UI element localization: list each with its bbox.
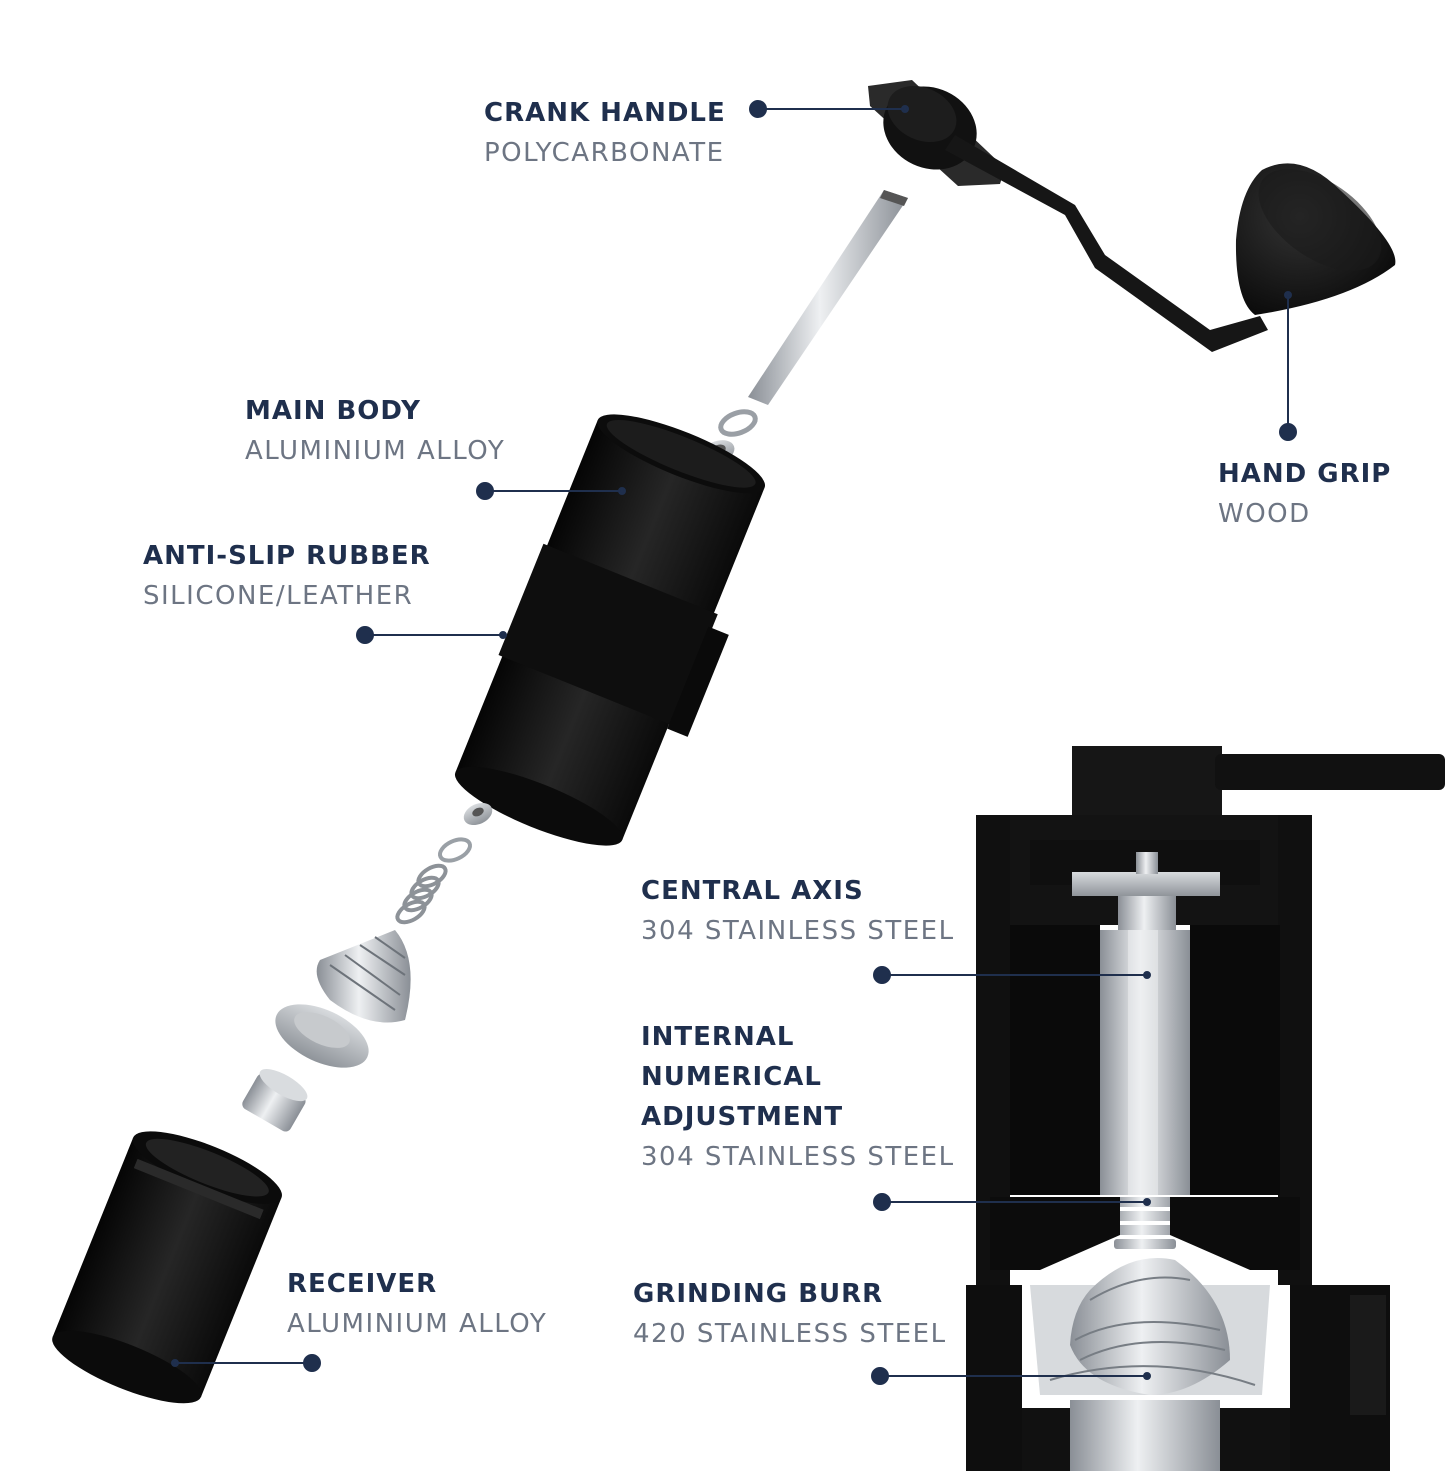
anti-slip-rubber-material: SILICONE/LEATHER [143,581,414,611]
hand-grip-title: HAND GRIP [1218,459,1392,489]
cutaway-part [966,746,1445,1471]
leader-lines [171,100,1297,1385]
internal-adjustment-title-3: ADJUSTMENT [641,1102,844,1132]
receiver-material: ALUMINIUM ALLOY [287,1309,548,1339]
main-body-label: MAIN BODY ALUMINIUM ALLOY [245,391,505,471]
crank-handle-part [868,80,1268,352]
crank-handle-title: CRANK HANDLE [484,98,726,128]
main-body-material: ALUMINIUM ALLOY [245,436,506,466]
grinding-burr-leader [871,1367,1151,1385]
internal-adjustment-title-2: NUMERICAL [641,1062,822,1092]
central-axis-material: 304 STAINLESS STEEL [641,916,955,946]
receiver-part [52,1131,282,1404]
grinding-burr-label: GRINDING BURR 420 STAINLESS STEEL [633,1274,947,1354]
internal-adjustment-title-1: INTERNAL [641,1022,795,1052]
hand-grip-leader [1279,291,1297,441]
receiver-title: RECEIVER [287,1269,438,1299]
anti-slip-rubber-title: ANTI-SLIP RUBBER [143,541,431,571]
main-body-part [454,414,766,846]
anti-slip-leader [356,626,507,644]
hand-grip-part [1235,163,1396,315]
hand-grip-material: WOOD [1218,499,1311,529]
internal-adjustment-material: 304 STAINLESS STEEL [641,1142,955,1172]
small-parts [242,802,493,1132]
grinding-burr-title: GRINDING BURR [633,1279,884,1309]
anti-slip-rubber-label: ANTI-SLIP RUBBER SILICONE/LEATHER [143,536,431,616]
receiver-label: RECEIVER ALUMINIUM ALLOY [287,1264,547,1344]
adjustment-leader [873,1193,1151,1211]
crank-handle-label: CRANK HANDLE POLYCARBONATE [484,93,726,173]
drive-shaft-part [748,190,908,405]
grinding-burr-material: 420 STAINLESS STEEL [633,1319,947,1349]
crank-handle-material: POLYCARBONATE [484,138,725,168]
internal-adjustment-label: INTERNAL NUMERICAL ADJUSTMENT 304 STAINL… [641,1017,955,1177]
receiver-leader [171,1354,321,1372]
central-axis-title: CENTRAL AXIS [641,876,864,906]
crank-handle-leader [749,100,909,118]
main-body-title: MAIN BODY [245,396,421,426]
main-body-leader [476,482,626,500]
central-axis-leader [873,966,1151,984]
central-axis-label: CENTRAL AXIS 304 STAINLESS STEEL [641,871,955,951]
hand-grip-label: HAND GRIP WOOD [1218,454,1391,534]
